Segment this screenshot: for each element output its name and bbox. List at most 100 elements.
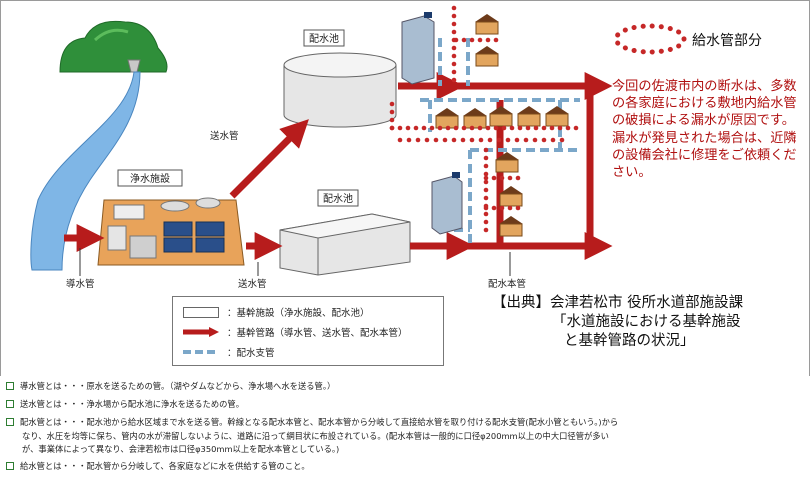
service-pipe-dot [505, 137, 511, 143]
definition-item: 送水管とは・・・浄水場から配水池に浄水を送るための管。 [6, 398, 244, 412]
service-pipe-dot [532, 137, 538, 143]
service-pipe-dot [565, 125, 571, 131]
service-pipe-dot [483, 211, 489, 217]
river-icon [30, 71, 141, 271]
bullet-box-icon [6, 382, 14, 390]
service-pipe-dot [491, 205, 497, 211]
definitions: 導水管とは・・・原水を送るための管。（湖やダムなどから、浄水場へ水を送る管。） 送… [0, 376, 812, 492]
source-line: 【出典】会津若松市 役所水道部施設課 [492, 295, 744, 311]
distribution-reservoir-bottom [279, 213, 411, 276]
service-pipe-dot [451, 21, 457, 27]
source-citation: 【出典】会津若松市 役所水道部施設課 「水道施設における基幹施設 と基幹管路の状… [492, 294, 808, 351]
legend-label: ：基幹管路（導水管、送水管、配水本管） [227, 328, 408, 339]
service-pipe-dot [507, 205, 513, 211]
service-pipe-dot [483, 175, 489, 181]
service-pipe-dot [517, 125, 523, 131]
service-pipe-dot [525, 125, 531, 131]
service-pipe-dot [451, 77, 457, 83]
service-pipe-dot [389, 101, 395, 107]
service-pipe-dot [389, 109, 395, 115]
house-icon [475, 14, 499, 35]
house-icon [489, 106, 513, 127]
legend-item-branch: ：配水支管 [181, 344, 275, 360]
service-pipe-dot [499, 205, 505, 211]
service-pipe-dot [483, 163, 489, 169]
definition-text: が、事業体によって異なり、会津若松市は口径φ350mm以上を配水本管としている。… [22, 444, 340, 454]
service-pipe-legend-label: 給水管部分 [692, 33, 762, 49]
legend-label: ：配水支管 [227, 348, 275, 359]
red-arrow-icon [181, 327, 221, 337]
blue-dashed-icon [181, 347, 221, 357]
service-pipe-dot [483, 179, 489, 185]
service-pipe-dot [461, 125, 467, 131]
service-pipe-dot [487, 137, 493, 143]
service-pipe-dot [483, 147, 489, 153]
service-pipe-dot [406, 137, 412, 143]
service-pipe-dot [573, 125, 579, 131]
legend-item-facility: ：基幹施設（浄水施設、配水池） [181, 304, 370, 320]
service-pipe-dot [549, 125, 555, 131]
source-line: と基幹管路の状況」 [564, 333, 695, 349]
service-pipe-dot [550, 137, 556, 143]
definition-item: 配水管とは・・・配水池から給水区域まで水を送る管。幹線となる配水本管と、配水本管… [6, 416, 618, 457]
definition-item: 給水管とは・・・配水管から分岐して、各家庭などに水を供給する管のこと。 [6, 460, 310, 474]
legend-item-trunk: ：基幹管路（導水管、送水管、配水本管） [181, 324, 408, 340]
house-icon [435, 108, 459, 129]
service-pipe-dot [451, 13, 457, 19]
service-pipe-dot [451, 5, 457, 11]
service-pipe-dot [533, 125, 539, 131]
house-icon [517, 106, 541, 127]
distribution-reservoir-top [283, 52, 397, 128]
service-pipe-dot [483, 219, 489, 225]
service-pipe-dot [445, 125, 451, 131]
service-pipe-dot [451, 69, 457, 75]
service-pipe-dot [493, 37, 499, 43]
service-pipe-dot [389, 117, 395, 123]
definition-text: なり、水圧を均等に保ち、管内の水が滞留しないように、道路に沿って網目状に布設され… [22, 430, 609, 441]
water-supply-diagram: 浄水施設 配水池 配水池 [30, 5, 687, 290]
service-pipe-dot [415, 137, 421, 143]
mountain-icon [59, 20, 168, 73]
service-pipe-dot [478, 137, 484, 143]
service-pipe-dot [523, 137, 529, 143]
main-distribution-pipe-label: 配水本管 [488, 278, 526, 290]
service-pipe-dot [461, 37, 467, 43]
service-pipe-dot [491, 175, 497, 181]
service-pipe-dot [453, 37, 459, 43]
definition-item: 導水管とは・・・原水を送るための管。（湖やダムなどから、浄水場へ水を送る管。） [6, 380, 335, 394]
service-pipe-dot [493, 125, 499, 131]
houses [435, 14, 569, 237]
service-pipe-dot [460, 137, 466, 143]
service-pipe-dot [483, 155, 489, 161]
service-pipe-dot [451, 61, 457, 67]
service-pipe-dot [477, 125, 483, 131]
service-pipe-dot [405, 125, 411, 131]
service-pipe-dot [451, 29, 457, 35]
service-pipe-dot [451, 53, 457, 59]
white-box-icon [181, 307, 221, 318]
service-pipe-dot [389, 125, 395, 131]
house-icon [463, 108, 487, 129]
service-pipe-dot [499, 175, 505, 181]
service-pipe-dot [397, 137, 403, 143]
apartment-building-icon [401, 12, 435, 85]
reservoir-bottom-label: 配水池 [323, 192, 353, 205]
service-pipe-dot [451, 45, 457, 51]
definition-text: 送水管とは・・・浄水場から配水池に浄水を送るための管。 [20, 399, 245, 409]
service-pipe-dot [557, 125, 563, 131]
outage-note: 今回の佐渡市内の断水は、多数の各家庭における敷地内給水管の破損による漏水が原因で… [612, 79, 797, 181]
service-pipe-dot [514, 137, 520, 143]
service-pipe-dot [509, 125, 515, 131]
legend: ：基幹施設（浄水施設、配水池） ：基幹管路（導水管、送水管、配水本管） ：配水支… [172, 296, 444, 366]
service-pipe-dot [541, 125, 547, 131]
service-pipe-dot [453, 125, 459, 131]
purification-plant-label: 浄水施設 [130, 172, 170, 185]
service-pipe-dot [437, 125, 443, 131]
service-pipe-dot [507, 175, 513, 181]
service-pipe-dot [413, 125, 419, 131]
service-pipe-dot [477, 37, 483, 43]
service-pipe-dot [515, 205, 521, 211]
service-pipe-dot [433, 137, 439, 143]
bullet-box-icon [6, 400, 14, 408]
service-pipe-dot [485, 125, 491, 131]
